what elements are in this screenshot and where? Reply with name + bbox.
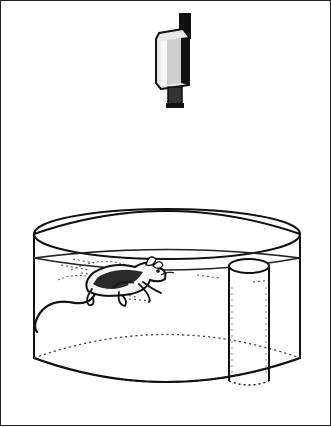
swimming-rat-icon xyxy=(33,256,175,334)
overhead-camera-icon xyxy=(155,13,191,108)
escape-platform xyxy=(228,258,270,386)
circular-water-pool xyxy=(33,208,301,383)
